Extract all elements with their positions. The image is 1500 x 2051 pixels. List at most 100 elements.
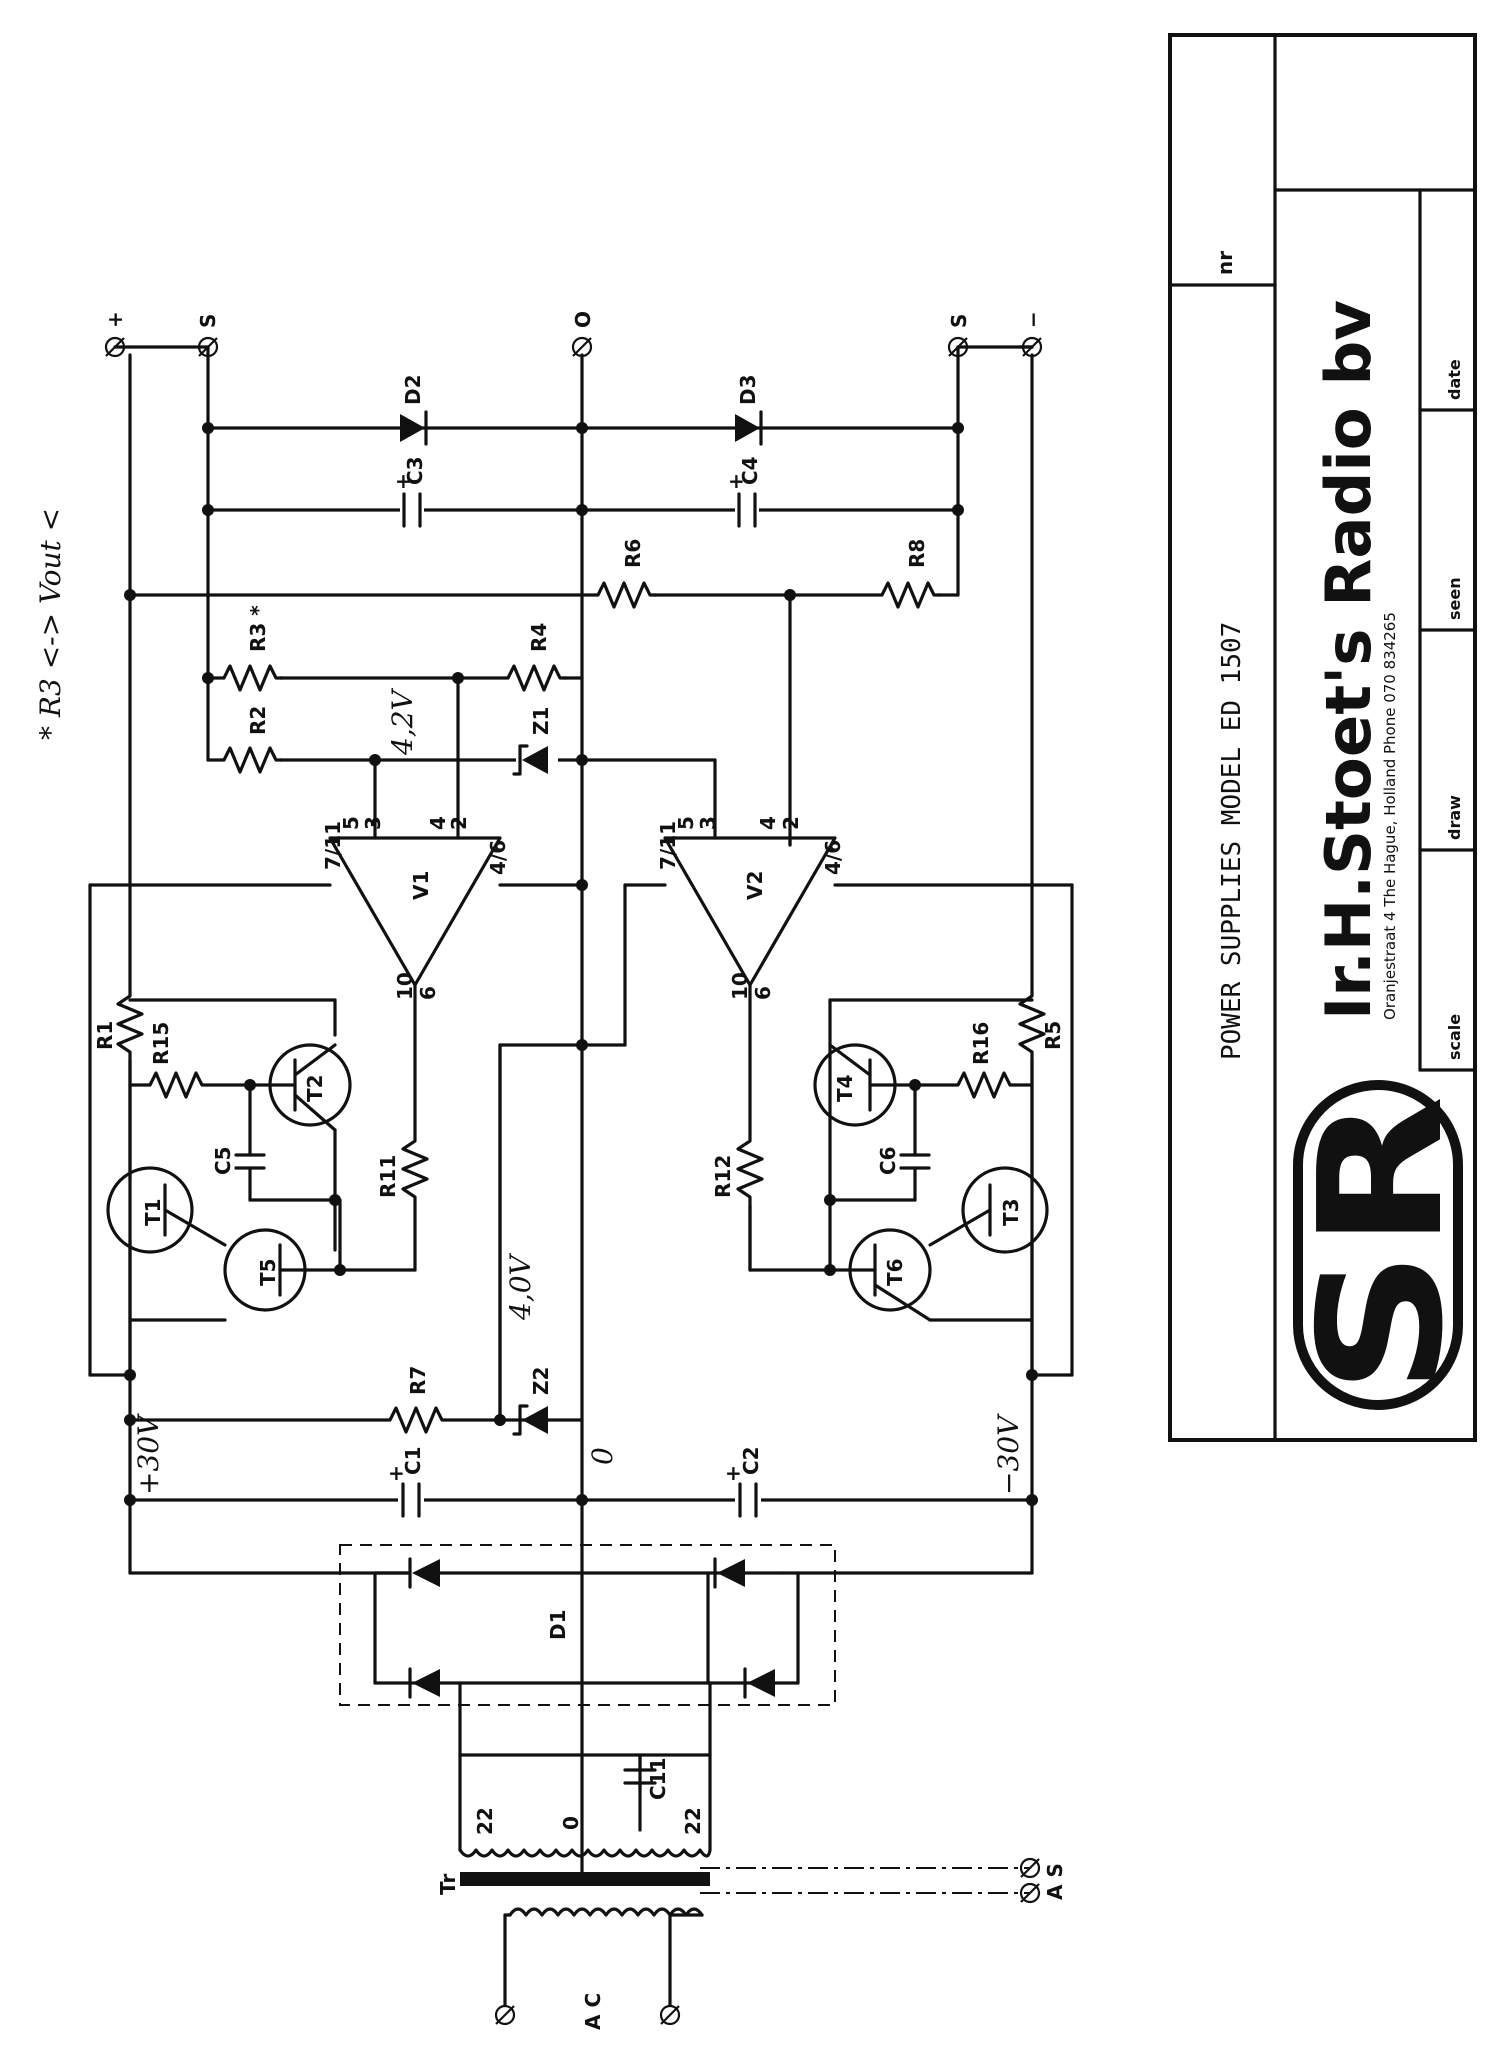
svg-text:3: 3 xyxy=(361,816,385,830)
svg-text:T4: T4 xyxy=(833,1074,857,1102)
svg-text:4: 4 xyxy=(756,816,780,830)
note-text: * R3 <-> Vout < xyxy=(34,508,67,740)
svg-text:+: + xyxy=(725,1461,742,1485)
svg-text:D2: D2 xyxy=(401,374,425,405)
svg-text:T6: T6 xyxy=(883,1258,907,1286)
svg-text:+: + xyxy=(728,469,745,493)
transformer-tr: Tr A C A S xyxy=(436,1857,1067,2030)
svg-text:4,2V: 4,2V xyxy=(386,687,419,756)
seen-label: seen xyxy=(1445,577,1464,620)
svg-text:R15: R15 xyxy=(149,1022,173,1065)
date-label: date xyxy=(1445,359,1464,400)
capacitor-c4: + C4 xyxy=(728,456,762,528)
terminal-0-label: O xyxy=(571,311,595,328)
company-address: Oranjestraat 4 The Hague, Holland Phone … xyxy=(1381,612,1399,1020)
svg-text:C1: C1 xyxy=(401,1446,425,1475)
transformer-secondary: C11 22 22 0 xyxy=(458,1681,712,1858)
svg-text:5: 5 xyxy=(339,816,363,830)
zener-z1: Z1 xyxy=(512,707,558,776)
output-terminals: + S O S − xyxy=(103,311,1045,358)
svg-text:C6: C6 xyxy=(876,1146,900,1175)
svg-text:R8: R8 xyxy=(905,539,929,568)
svg-text:+30V: +30V xyxy=(132,1413,165,1495)
negative-regulator: R5 R16 T4 C6 R12 T6 xyxy=(711,988,1065,1377)
svg-text:6: 6 xyxy=(751,986,775,1000)
svg-text:4/6: 4/6 xyxy=(486,840,510,875)
power-rails xyxy=(113,345,1034,1882)
svg-text:R7: R7 xyxy=(406,1366,430,1395)
svg-text:R12: R12 xyxy=(711,1155,735,1198)
sr-logo-text: SR xyxy=(1283,1095,1481,1395)
svg-text:R6: R6 xyxy=(621,539,645,568)
capacitor-c2: + C2 xyxy=(725,1446,763,1518)
svg-text:−30V: −30V xyxy=(992,1413,1025,1495)
svg-text:D1: D1 xyxy=(546,1609,570,1640)
svg-text:0: 0 xyxy=(559,1816,583,1830)
sr-logo: SR xyxy=(1283,1080,1481,1410)
svg-text:R1: R1 xyxy=(93,1021,117,1050)
svg-text:Z2: Z2 xyxy=(529,1367,553,1395)
capacitor-c1: + C1 xyxy=(388,1446,425,1518)
drawing-title: POWER SUPPLIES MODEL ED 1507 xyxy=(1217,622,1247,1060)
svg-text:R2: R2 xyxy=(246,706,270,735)
svg-text:T5: T5 xyxy=(256,1258,280,1286)
diode-d2: D2 xyxy=(400,374,428,446)
svg-text:10: 10 xyxy=(728,972,752,1000)
svg-text:Tr: Tr xyxy=(436,1874,460,1895)
svg-text:Z1: Z1 xyxy=(529,707,553,735)
company-name: Ir.H.Stoet's Radio bv xyxy=(1312,300,1385,1020)
resistor-r2: R2 xyxy=(222,706,284,774)
svg-text:6: 6 xyxy=(416,986,440,1000)
diode-d3: D3 xyxy=(735,374,763,446)
svg-text:3: 3 xyxy=(696,816,720,830)
positive-regulator: R1 R15 T2 C5 T1 xyxy=(93,988,584,1436)
capacitor-c3: + C3 xyxy=(395,456,427,528)
terminal-s1-label: S xyxy=(196,314,220,328)
nr-label: nr xyxy=(1213,251,1237,275)
svg-text:4,0V: 4,0V xyxy=(504,1252,537,1321)
scale-label: scale xyxy=(1445,1014,1464,1060)
svg-text:R11: R11 xyxy=(376,1155,400,1198)
svg-text:C3: C3 xyxy=(403,456,427,485)
resistor-r8: R8 xyxy=(880,539,942,609)
svg-text:R4: R4 xyxy=(527,623,551,652)
svg-text:+: + xyxy=(395,469,412,493)
terminal-s2-label: S xyxy=(947,314,971,328)
svg-text:C2: C2 xyxy=(739,1446,763,1475)
svg-text:+: + xyxy=(388,1461,405,1485)
voltage-annotations: +30V −30V 4,2V 4,0V 0 xyxy=(132,687,1025,1495)
svg-text:R5: R5 xyxy=(1041,1021,1065,1050)
svg-text:R16: R16 xyxy=(969,1022,993,1065)
svg-text:R3 *: R3 * xyxy=(246,605,270,652)
svg-text:C5: C5 xyxy=(211,1146,235,1175)
svg-text:0: 0 xyxy=(586,1447,619,1465)
handwritten-note: * R3 <-> Vout < xyxy=(34,508,67,740)
bridge-rectifier-d1: D1 xyxy=(339,1544,836,1706)
svg-text:4/6: 4/6 xyxy=(821,840,845,875)
svg-text:7/11: 7/11 xyxy=(656,821,680,870)
svg-text:10: 10 xyxy=(393,972,417,1000)
svg-text:V2: V2 xyxy=(743,871,767,900)
svg-text:A S: A S xyxy=(1043,1863,1067,1900)
terminal-plus-label: + xyxy=(103,311,127,328)
resistor-r3: R3 * xyxy=(222,605,284,692)
svg-text:T1: T1 xyxy=(141,1198,165,1226)
svg-text:22: 22 xyxy=(681,1807,705,1835)
svg-text:V1: V1 xyxy=(409,871,433,900)
svg-text:C11: C11 xyxy=(646,1757,670,1800)
title-block: nr scale draw seen date POWER SUPPLIES M… xyxy=(1168,33,1481,1442)
terminal-minus-label: − xyxy=(1021,311,1045,328)
draw-label: draw xyxy=(1445,795,1464,840)
svg-text:A C: A C xyxy=(581,1993,605,2030)
svg-text:T2: T2 xyxy=(303,1074,327,1102)
opamp-v1: V1 7/11 5 3 4 2 4/6 10 6 xyxy=(88,676,584,1377)
svg-text:7/11: 7/11 xyxy=(321,821,345,870)
resistor-r6: R6 xyxy=(596,539,658,609)
resistor-r4: R4 xyxy=(506,623,568,692)
svg-text:2: 2 xyxy=(779,816,803,830)
svg-text:D3: D3 xyxy=(736,374,760,405)
svg-text:2: 2 xyxy=(447,816,471,830)
svg-text:C4: C4 xyxy=(738,456,762,485)
svg-text:4: 4 xyxy=(426,816,450,830)
